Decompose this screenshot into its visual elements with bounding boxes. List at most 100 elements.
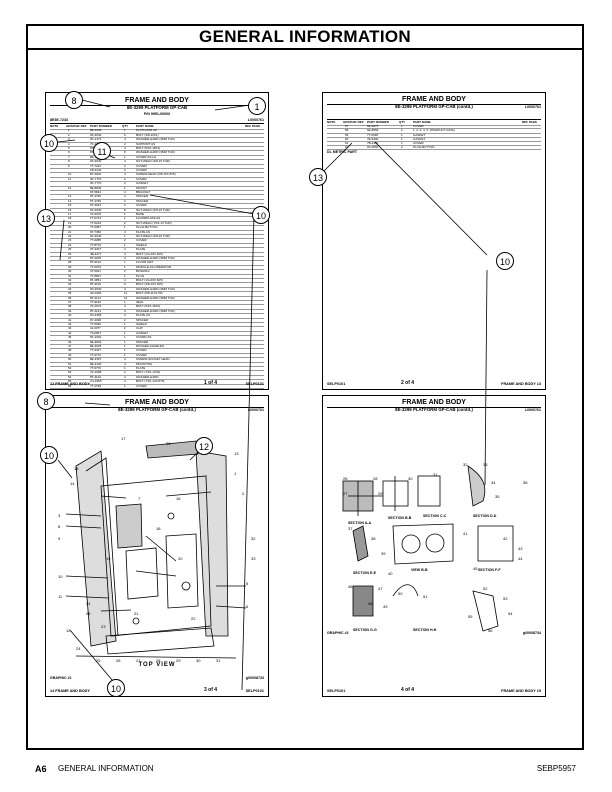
table-cell: PLATE AS [136, 229, 150, 234]
table-cell: 4B-4277 [90, 251, 102, 256]
table-cell: 49 [68, 352, 72, 357]
table-cell: 4 [124, 361, 126, 366]
table-cell: NUT-WELD (7/16-14 THD) [136, 220, 172, 225]
reference-number: 15 [74, 466, 79, 471]
title-rule [50, 105, 264, 106]
sheet-foot-mid: 3 of 4 [204, 687, 218, 693]
table-cell: 1 [124, 260, 126, 265]
table-cell: 8T-4121 [90, 295, 102, 300]
table-cell: 8E-3102 [90, 361, 102, 366]
table-cell: BOLT (7/16-14X.875) [136, 379, 165, 384]
column-header: QTY [122, 124, 129, 128]
callout-8-top: 8 [65, 91, 83, 109]
table-cell: 7H-1955 [90, 379, 102, 384]
table-cell: 48 [68, 348, 72, 353]
reference-number: 24 [76, 646, 81, 651]
table-cell: COVER [136, 163, 147, 168]
reference-number: 23 [101, 624, 106, 629]
table-cell: 6E-3875 [367, 124, 379, 129]
section-label: VIEW B-B [411, 568, 428, 572]
table-cell: 1B-3442 [90, 168, 102, 172]
callout-10-left: 10 [40, 134, 58, 152]
table-cell: 47 [68, 344, 72, 348]
table-cell: 8E-8849 [90, 185, 102, 190]
reference-number: 55 [468, 614, 473, 619]
title-rule [327, 407, 541, 408]
table-cell: 37 [68, 300, 72, 304]
reference-number: 53 [503, 596, 508, 601]
sheet-pn-line: P/N 9951-00000 [143, 112, 171, 116]
table-cell: 53 [68, 370, 72, 375]
footer-section: GENERAL INFORMATION [58, 764, 154, 773]
reference-number: 44 [518, 556, 523, 561]
header-rule [50, 123, 264, 124]
reference-number: 22 [191, 616, 196, 621]
table-cell: 12 [124, 295, 128, 300]
table-cell: 4 [124, 172, 126, 177]
table-cell: 28 [68, 260, 72, 265]
table-cell: PLATFORM GP [136, 128, 158, 133]
table-cell: 9Y-4030 [90, 317, 102, 322]
table-cell: 21 [68, 229, 72, 234]
table-cell: 1 [124, 185, 126, 190]
reference-number: 27 [136, 658, 141, 663]
table-cell: 9T-5844 [90, 190, 102, 194]
table-cell: 3K-7770 [90, 181, 102, 186]
reference-number: 45 [473, 566, 478, 571]
reference-number: 26 [343, 476, 348, 481]
table-cell: 17 [68, 212, 72, 216]
reference-number: 21 [134, 611, 139, 616]
sheet-subtitle: 8E-3299 PLATFORM GP-CAB (contd.) [395, 407, 473, 412]
graphic-id: GRAPHIC #1 [50, 676, 72, 680]
sheet-right-code: L0000761 [247, 118, 264, 122]
table-cell: 6 [124, 282, 126, 287]
callout-10-right: 10 [496, 252, 514, 270]
reference-number: 49 [383, 604, 388, 609]
table-cell: 4 [124, 229, 126, 234]
table-cell: 1 [401, 124, 403, 129]
column-header: NOTE [50, 124, 59, 128]
table-cell: 2 [124, 238, 126, 243]
table-cell: 6E-8559 [367, 128, 379, 133]
table-cell: 1 [124, 216, 126, 221]
reference-number: 37 [348, 526, 353, 531]
table-cell: SCREW-SOCKET HEAD [136, 357, 170, 362]
table-cell: 7T-5827 [90, 273, 102, 278]
table-cell: 3T-4407 [90, 247, 102, 252]
section-label: SECTION F-F [478, 568, 501, 572]
sheet-subtitle: 8E-3299 PLATFORM GP-CAB [126, 105, 188, 110]
callout-8-bottom: 8 [37, 392, 55, 410]
table-cell: 9 [68, 163, 70, 168]
table-cell: 38 [68, 304, 72, 309]
table-cell: COVER AS [136, 335, 152, 340]
reference-number: 50 [398, 591, 403, 596]
title-rule [50, 407, 264, 408]
reference-number: 12 [66, 628, 71, 633]
sheet-right-code: L0000761 [524, 105, 541, 109]
sheet-foot-right: SELP0101 [245, 382, 264, 386]
table-cell: 2 [124, 317, 126, 322]
table-cell: SHIELD [136, 242, 147, 247]
reference-number: 48 [368, 601, 373, 606]
table-cell: 6 [124, 132, 126, 137]
table-cell: SPACER [136, 339, 149, 344]
column-header: QTY [399, 120, 406, 124]
sheet-foot-right: FRAME AND BODY 13 [501, 382, 541, 386]
table-cell: 2 [124, 370, 126, 375]
table-cell: BOLT (5/16-18X1) [136, 304, 161, 309]
table-cell: 2 [124, 247, 126, 252]
table-cell: 56 [68, 383, 72, 388]
table-cell: 7T-0030 [90, 322, 102, 326]
graphic-id: GRAPHIC #2 [327, 631, 349, 635]
reference-number: 32 [463, 462, 468, 467]
